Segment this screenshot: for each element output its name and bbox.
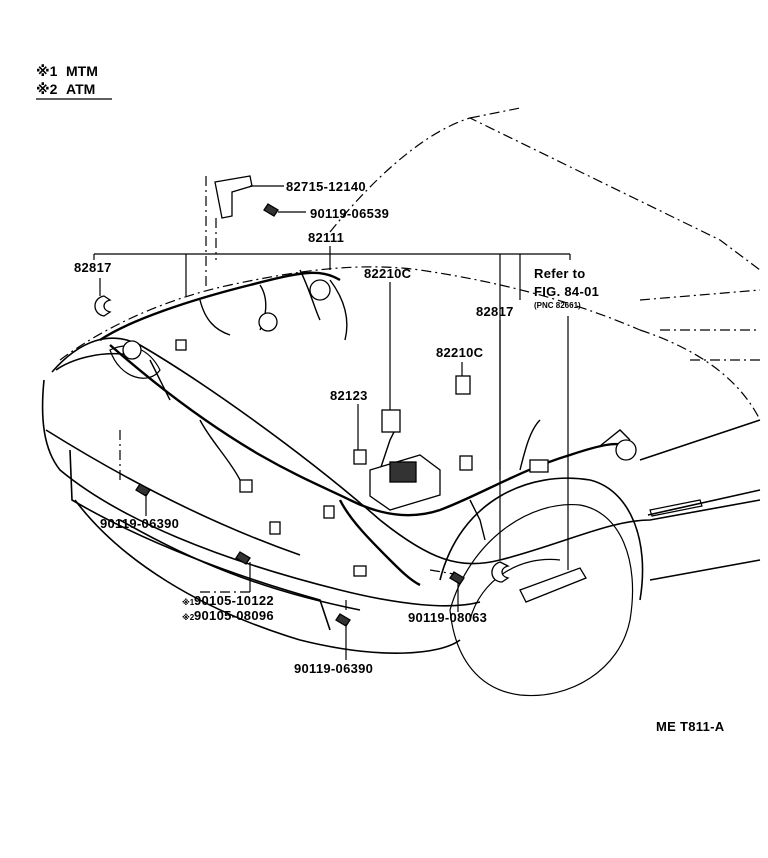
wire-harness bbox=[99, 269, 631, 587]
part-labels: 82715-12140 90119-06539 82111 82817 8221… bbox=[74, 179, 725, 734]
connector-1 bbox=[122, 340, 142, 360]
relay-b-part bbox=[455, 375, 471, 395]
label-mark-atm: ※2 bbox=[182, 612, 195, 622]
bolt-top-part bbox=[263, 203, 279, 217]
label-bolt-mtm: 90105-10122 bbox=[194, 593, 274, 608]
label-harness-main: 82111 bbox=[308, 230, 344, 245]
legend-mark-1: ※1 bbox=[36, 63, 58, 79]
connector-2 bbox=[309, 279, 331, 301]
connector-9 bbox=[175, 339, 187, 351]
relay-block-core bbox=[389, 461, 417, 483]
label-mark-mtm: ※1 bbox=[182, 597, 195, 607]
bolt-bottom-part bbox=[335, 613, 351, 627]
figure-code: ME T811-A bbox=[656, 719, 725, 734]
legend: ※1 MTM ※2 ATM bbox=[36, 63, 112, 100]
connector-8 bbox=[529, 459, 549, 473]
label-clamp-right: 82817 bbox=[476, 304, 514, 319]
connector-6 bbox=[459, 455, 473, 471]
bolt-right-part bbox=[449, 571, 465, 585]
components bbox=[94, 175, 637, 627]
label-bolt-bottom: 90119-06390 bbox=[294, 661, 373, 676]
label-bracket: 82715-12140 bbox=[286, 179, 366, 194]
label-refer-line3: (PNC 82661) bbox=[534, 301, 581, 310]
connector-5 bbox=[353, 449, 367, 465]
connector-7 bbox=[615, 439, 637, 461]
car-body bbox=[41, 107, 761, 697]
clamp-left-part bbox=[94, 295, 112, 317]
legend-text-2: ATM bbox=[66, 81, 95, 97]
relay-a-part bbox=[381, 409, 401, 433]
clamp-right-part bbox=[491, 561, 510, 583]
connector-3 bbox=[258, 312, 278, 332]
legend-mark-2: ※2 bbox=[36, 81, 58, 97]
connector-12 bbox=[353, 565, 367, 577]
label-relay-b: 82210C bbox=[436, 345, 484, 360]
label-relay-a: 82210C bbox=[364, 266, 412, 281]
label-bolt-right: 90119-08063 bbox=[408, 610, 487, 625]
bolt-mtm-part bbox=[235, 551, 251, 565]
connector-11 bbox=[269, 521, 281, 535]
label-bolt-top: 90119-06539 bbox=[310, 206, 389, 221]
leader-lines bbox=[93, 176, 571, 660]
connector-10 bbox=[323, 505, 335, 519]
connector-4 bbox=[239, 479, 253, 493]
label-refer-line1: Refer to bbox=[534, 266, 586, 281]
label-bolt-atm: 90105-08096 bbox=[194, 608, 274, 623]
referenced-part bbox=[519, 567, 587, 603]
label-clamp-left: 82817 bbox=[74, 260, 112, 275]
legend-text-1: MTM bbox=[66, 63, 98, 79]
bracket-part bbox=[214, 175, 253, 219]
label-refer-line2: FIG. 84-01 bbox=[534, 284, 599, 299]
label-relay-block: 82123 bbox=[330, 388, 368, 403]
label-bolt-left: 90119-06390 bbox=[100, 516, 179, 531]
bolt-left-part bbox=[135, 483, 151, 497]
